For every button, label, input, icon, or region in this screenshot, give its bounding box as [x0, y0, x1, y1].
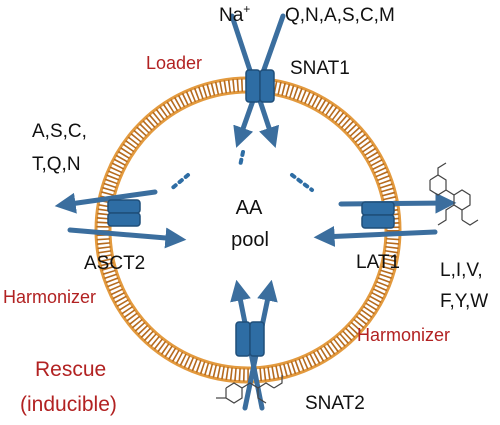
asct2-label: ASCT2 — [84, 253, 145, 274]
transporter-asct2-icon — [107, 199, 141, 227]
transporter-snat1-icon — [245, 69, 275, 103]
asct2-substrates-line1: A,S,C, — [32, 121, 87, 142]
lat1-label: LAT1 — [356, 252, 400, 273]
right-arrow-out — [313, 225, 438, 247]
center-label-aa: AA — [236, 197, 263, 219]
snat1-label: SNAT1 — [290, 58, 350, 79]
lat1-substrates-line1: L,I,V, — [440, 260, 483, 281]
sodium-symbol: Na — [219, 5, 244, 26]
center-label-pool: pool — [231, 229, 269, 251]
rescue-role-line1: Rescue — [35, 358, 106, 381]
transporter-snat2-icon — [235, 321, 265, 357]
snat1-substrates: Q,N,A,S,C,M — [285, 5, 395, 26]
left-arrow-out — [67, 227, 187, 249]
rescue-role-line2: (inducible) — [20, 393, 117, 416]
lat1-role-label: Harmonizer — [357, 325, 450, 345]
loader-role-label: Loader — [146, 53, 202, 73]
transporter-lat1-icon — [361, 201, 395, 229]
asct2-role-label: Harmonizer — [3, 287, 96, 307]
sodium-ion-label: Na+ — [219, 2, 250, 26]
lat1-substrates-line2: F,Y,W — [440, 291, 488, 312]
flux-dotted-lines — [168, 150, 314, 192]
left-arrow-in — [54, 189, 158, 214]
asct2-substrates-line2: T,Q,N — [32, 154, 81, 175]
molecule-structure-right-icon — [429, 162, 479, 226]
snat2-label: SNAT2 — [305, 393, 365, 414]
molecule-structure-bottom-icon — [216, 375, 283, 404]
sodium-charge: + — [243, 2, 250, 16]
